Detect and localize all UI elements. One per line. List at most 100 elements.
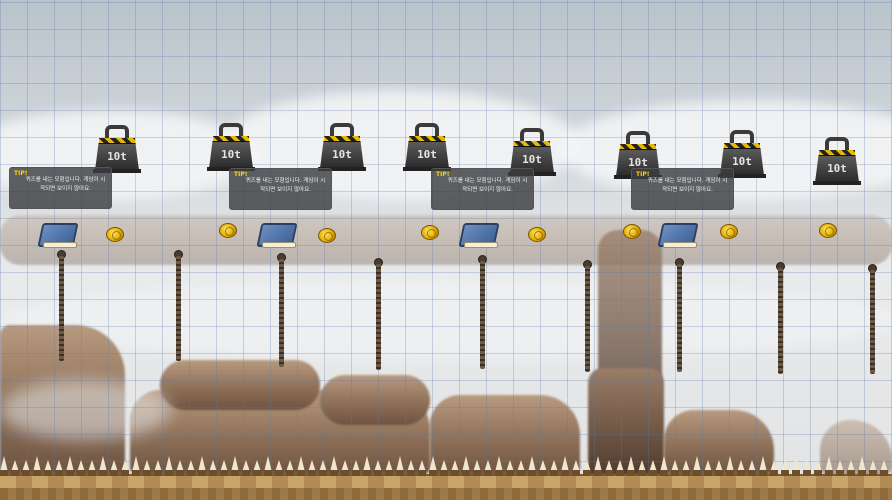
spike-icon: [209, 460, 217, 472]
weight-10t-icon[interactable]: 10t: [508, 128, 556, 176]
spike-base: [253, 470, 261, 476]
spike-icon: [66, 456, 74, 472]
weight-label: 10t: [405, 141, 449, 169]
spike-base: [880, 470, 888, 476]
spike-icon: [704, 460, 712, 472]
tip-box: TIP! 퀴즈를 내는 모험입니다. 게임이 시작되면 보이지 않아요.: [431, 168, 534, 210]
spike-base: [110, 470, 118, 476]
rope-icon[interactable]: [778, 268, 783, 374]
spike-base: [748, 470, 756, 476]
spike-icon: [473, 460, 481, 472]
spike-icon: [715, 460, 723, 472]
spike-base: [704, 470, 712, 476]
spike-icon: [396, 456, 404, 472]
spike-icon: [792, 456, 800, 472]
spike-base: [484, 470, 492, 476]
spike-icon: [781, 460, 789, 472]
spike-base: [759, 470, 767, 476]
weight-10t-icon[interactable]: 10t: [403, 123, 451, 171]
spike-icon: [88, 460, 96, 472]
rope-icon[interactable]: [176, 256, 181, 361]
spike-base: [583, 470, 591, 476]
tip-text: 퀴즈를 내는 모험입니다. 게임이 시작되면 보이지 않아요.: [447, 178, 528, 193]
spike-icon: [374, 460, 382, 472]
spike-icon: [297, 456, 305, 472]
weight-10t-icon[interactable]: 10t: [318, 123, 366, 171]
ground-bricks: [0, 488, 892, 500]
spike-base: [660, 470, 668, 476]
spike-base: [506, 470, 514, 476]
tip-title: TIP!: [234, 171, 248, 178]
spike-icon: [660, 456, 668, 472]
spike-base: [682, 470, 690, 476]
spike-icon: [253, 460, 261, 472]
rope-icon[interactable]: [376, 264, 381, 370]
spike-base: [418, 470, 426, 476]
spike-base: [209, 470, 217, 476]
quiz-book-icon[interactable]: [458, 220, 500, 250]
spike-icon: [484, 460, 492, 472]
weight-label: 10t: [815, 155, 859, 183]
gold-coin-icon[interactable]: [219, 223, 237, 238]
spike-base: [462, 470, 470, 476]
spike-base: [330, 470, 338, 476]
spike-icon: [418, 460, 426, 472]
spike-icon: [385, 460, 393, 472]
quiz-book-icon[interactable]: [657, 220, 699, 250]
weight-10t-icon[interactable]: 10t: [207, 123, 255, 171]
quiz-book-icon[interactable]: [37, 220, 79, 250]
gold-coin-icon[interactable]: [623, 224, 641, 239]
spike-base: [308, 470, 316, 476]
gold-coin-icon[interactable]: [819, 223, 837, 238]
rope-icon[interactable]: [870, 270, 875, 374]
gold-coin-icon[interactable]: [318, 228, 336, 243]
spike-icon: [847, 460, 855, 472]
spike-icon: [275, 460, 283, 472]
spike-icon: [836, 460, 844, 472]
rope-icon[interactable]: [59, 256, 64, 361]
spike-base: [572, 470, 580, 476]
spike-icon: [187, 460, 195, 472]
spike-icon: [154, 460, 162, 472]
tip-box: TIP! 퀴즈를 내는 모험입니다. 게임이 시작되면 보이지 않아요.: [229, 168, 332, 210]
spike-icon: [737, 460, 745, 472]
spike-icon: [572, 460, 580, 472]
quiz-book-icon[interactable]: [256, 220, 298, 250]
spike-base: [165, 470, 173, 476]
spike-icon: [242, 460, 250, 472]
spike-base: [352, 470, 360, 476]
spike-base: [132, 470, 140, 476]
rope-icon[interactable]: [677, 264, 682, 372]
spike-icon: [308, 460, 316, 472]
gold-coin-icon[interactable]: [528, 227, 546, 242]
spike-base: [220, 470, 228, 476]
spike-base: [550, 470, 558, 476]
weight-10t-icon[interactable]: 10t: [813, 137, 861, 185]
spike-icon: [638, 460, 646, 472]
spike-icon: [770, 460, 778, 472]
spike-icon: [550, 460, 558, 472]
tip-title: TIP!: [14, 170, 28, 177]
rope-icon[interactable]: [279, 259, 284, 367]
spike-base: [407, 470, 415, 476]
spike-icon: [77, 460, 85, 472]
spike-base: [341, 470, 349, 476]
gold-coin-icon[interactable]: [106, 227, 124, 242]
spike-base: [143, 470, 151, 476]
rope-icon[interactable]: [480, 261, 485, 369]
spike-base: [561, 470, 569, 476]
spike-base: [792, 470, 800, 476]
spike-icon: [825, 456, 833, 472]
gold-coin-icon[interactable]: [720, 224, 738, 239]
rope-icon[interactable]: [585, 266, 590, 372]
spike-icon: [803, 460, 811, 472]
weight-10t-icon[interactable]: 10t: [93, 125, 141, 173]
spike-icon: [198, 456, 206, 472]
spike-base: [627, 470, 635, 476]
spike-base: [121, 470, 129, 476]
spike-icon: [110, 460, 118, 472]
spike-icon: [440, 460, 448, 472]
spike-base: [451, 470, 459, 476]
gold-coin-icon[interactable]: [421, 225, 439, 240]
spike-icon: [869, 460, 877, 472]
